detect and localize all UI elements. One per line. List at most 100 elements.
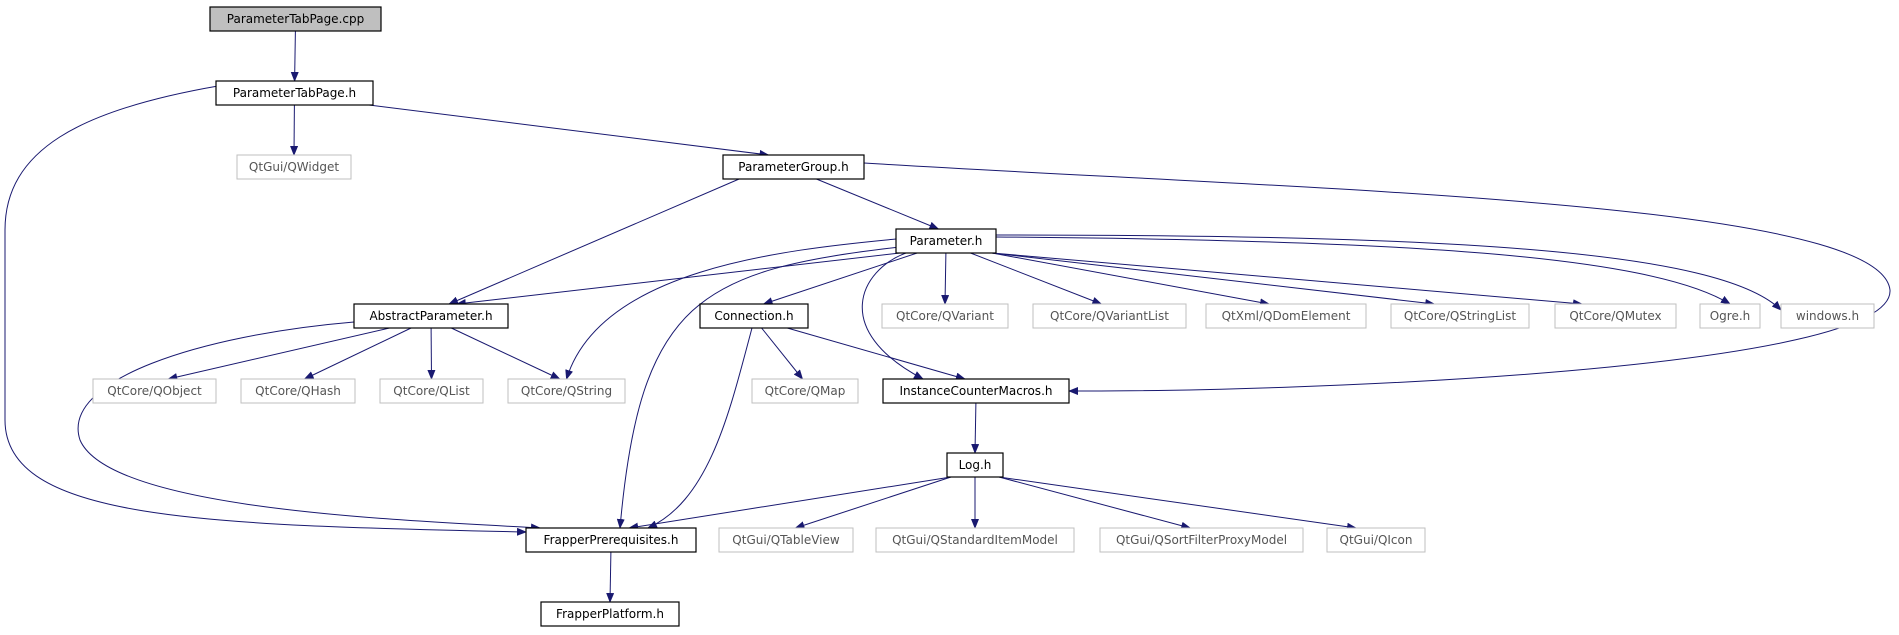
node-label: AbstractParameter.h [369,309,492,323]
node-connection-h[interactable]: Connection.h [699,303,809,329]
node-qicon: QtGui/QIcon [1326,527,1426,553]
node-box [1554,303,1677,329]
node-log-h[interactable]: Log.h [946,452,1004,478]
node-qvariant: QtCore/QVariant [881,303,1009,329]
node-box [895,228,997,254]
edge-parameter_h-to-frapperprereq_h [616,246,901,529]
edge-parameter_h-to-qstringlist [991,252,1436,307]
edge-parameter_h-to-qdomelement [991,252,1270,307]
edge-connection_h-to-qmap [761,327,804,380]
node-box [215,80,374,106]
node-box [722,154,865,180]
node-box [718,527,854,553]
edge-connection_h-to-frapperprereq_h [647,327,753,529]
node-label: FrapperPrerequisites.h [544,533,679,547]
node-box [699,303,809,329]
edge-abstractparam_h-to-qobject [167,327,390,381]
edge-parameter_h-to-ogre_h [995,236,1731,305]
node-frapperprereq-h[interactable]: FrapperPrerequisites.h [525,527,697,553]
node-qhash: QtCore/QHash [240,378,356,404]
node-label: Connection.h [714,309,793,323]
node-qstringlist: QtCore/QStringList [1390,303,1530,329]
node-qmutex: QtCore/QMutex [1554,303,1677,329]
node-box [353,303,509,329]
node-box [540,601,680,627]
edge-log_h-to-frapperprereq_h [628,476,952,531]
node-qtableview: QtGui/QTableView [718,527,854,553]
edge-frapperprereq_h-to-frapperplatform_h [606,551,615,603]
edge-paramtabpage_h-to-paramgroup_h [368,104,770,158]
edge-abstractparam_h-to-qstring [451,327,561,380]
edge-log_h-to-qsortfilterproxymodel [998,476,1192,530]
node-qdomelement: QtXml/QDomElement [1205,303,1367,329]
edge-parameter_h-to-qvariantlist [970,252,1103,305]
node-label: QtCore/QString [521,384,612,398]
node-qmap: QtCore/QMap [751,378,859,404]
node-label: QtCore/QMap [765,384,846,398]
node-box [525,527,697,553]
node-label: InstanceCounterMacros.h [900,384,1053,398]
edge-paramtabpage_cpp-to-paramtabpage_h [290,30,299,82]
edge-parameter_h-to-qvariant [941,252,950,305]
node-label: QtCore/QVariant [896,309,994,323]
node-label: ParameterTabPage.h [233,86,356,100]
node-label: QtCore/QObject [107,384,202,398]
node-box [875,527,1075,553]
node-label: QtGui/QTableView [732,533,840,547]
edge-parameter_h-to-abstractparam_h [455,252,901,307]
node-qobject: QtCore/QObject [92,378,217,404]
node-label: QtGui/QIcon [1340,533,1413,547]
node-box [1699,303,1761,329]
edge-parameter_h-to-instancecounter_h [861,252,924,380]
dependency-nodes: ParameterTabPage.cppParameterTabPage.hQt… [92,6,1875,627]
edge-parameter_h-to-connection_h [762,252,918,305]
node-box [379,378,484,404]
node-qlist: QtCore/QList [379,378,484,404]
node-box [507,378,626,404]
node-box [881,303,1009,329]
edge-abstractparam_h-to-qhash [303,327,412,380]
node-paramtabpage-h[interactable]: ParameterTabPage.h [215,80,374,106]
node-qvariantlist: QtCore/QVariantList [1032,303,1187,329]
edge-parameter_h-to-qmutex [991,252,1583,308]
node-qstandarditemmodel: QtGui/QStandardItemModel [875,527,1075,553]
node-box [1205,303,1367,329]
node-paramtabpage-cpp[interactable]: ParameterTabPage.cpp [209,6,382,32]
node-label: windows.h [1796,309,1859,323]
node-windows-h: windows.h [1780,303,1875,329]
node-qsortfilterproxymodel: QtGui/QSortFilterProxyModel [1099,527,1304,553]
node-paramgroup-h[interactable]: ParameterGroup.h [722,154,865,180]
node-label: QtCore/QHash [255,384,341,398]
node-label: QtCore/QVariantList [1050,309,1169,323]
edge-abstractparam_h-to-frapperprereq_h [77,321,541,532]
node-label: ParameterGroup.h [738,160,848,174]
edge-paramgroup_h-to-abstractparam_h [448,178,740,305]
node-label: ParameterTabPage.cpp [227,12,364,26]
edge-parameter_h-to-windows_h [995,234,1782,311]
node-box [1326,527,1426,553]
node-box [209,6,382,32]
node-box [882,378,1070,404]
node-box [240,378,356,404]
node-parameter-h[interactable]: Parameter.h [895,228,997,254]
node-box [946,452,1004,478]
node-box [751,378,859,404]
node-box [1390,303,1530,329]
edge-paramgroup_h-to-parameter_h [816,178,940,230]
node-label: QtGui/QStandardItemModel [892,533,1058,547]
node-instancecounter-h[interactable]: InstanceCounterMacros.h [882,378,1070,404]
node-qwidget: QtGui/QWidget [236,154,352,180]
node-box [1099,527,1304,553]
node-box [236,154,352,180]
node-label: QtXml/QDomElement [1222,309,1351,323]
node-label: QtCore/QList [393,384,470,398]
node-frapperplatform-h[interactable]: FrapperPlatform.h [540,601,680,627]
node-abstractparam-h[interactable]: AbstractParameter.h [353,303,509,329]
edge-log_h-to-qicon [998,476,1357,531]
node-label: Ogre.h [1710,309,1751,323]
node-label: Parameter.h [910,234,983,248]
node-ogre-h: Ogre.h [1699,303,1761,329]
node-label: QtCore/QMutex [1569,309,1661,323]
node-qstring: QtCore/QString [507,378,626,404]
